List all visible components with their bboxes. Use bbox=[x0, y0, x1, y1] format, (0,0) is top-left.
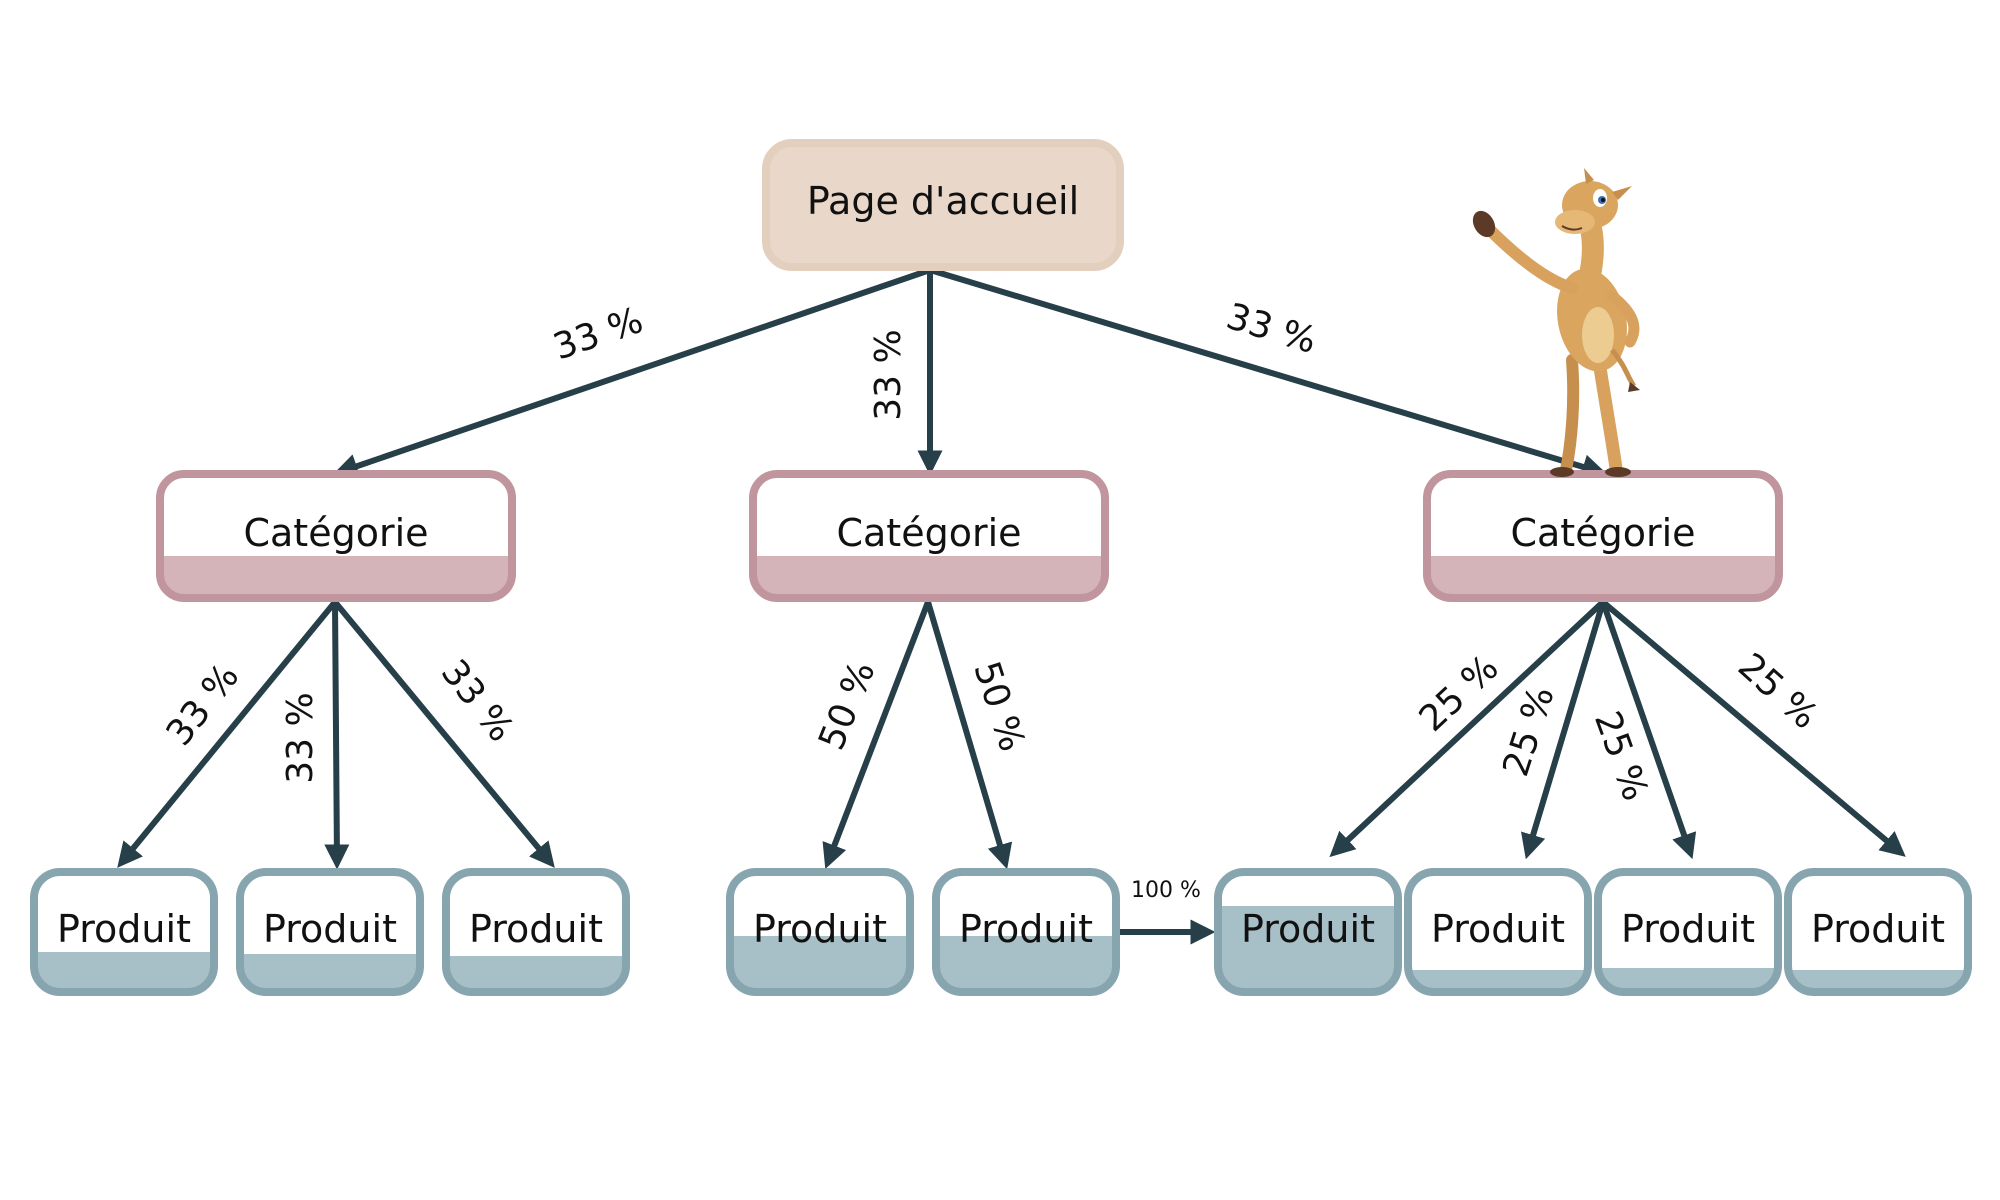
product-node-label: Produit bbox=[753, 907, 887, 951]
label-cat3-p1: 25 % bbox=[1412, 647, 1507, 739]
product-node-label: Produit bbox=[1811, 907, 1945, 951]
edge-cat3-product-4 bbox=[1601, 599, 1906, 857]
camel-illustration bbox=[1472, 168, 1640, 477]
label-home-cat2: 33 % bbox=[868, 329, 909, 420]
product-node-label: Produit bbox=[1241, 907, 1375, 951]
label-cat1-p2: 33 % bbox=[280, 692, 321, 783]
edges bbox=[117, 267, 1906, 945]
category-node-3-label: Catégorie bbox=[1510, 511, 1695, 555]
product-node-label: Produit bbox=[1621, 907, 1755, 951]
label-cross-link: 100 % bbox=[1131, 878, 1201, 903]
home-node: Page d'accueil bbox=[762, 139, 1124, 271]
product-node: Produit bbox=[1214, 868, 1402, 996]
category-node-2: Catégorie bbox=[749, 470, 1109, 602]
label-home-cat3: 33 % bbox=[1222, 296, 1321, 362]
label-home-cat1: 33 % bbox=[548, 300, 648, 369]
product-node: Produit bbox=[442, 868, 630, 996]
edge-cat1-product-2 bbox=[324, 601, 350, 870]
product-node-label: Produit bbox=[263, 907, 397, 951]
edge-home-category-3 bbox=[929, 267, 1608, 479]
product-node-label: Produit bbox=[959, 907, 1093, 951]
product-node-label: Produit bbox=[1431, 907, 1565, 951]
product-nodes: Produit Produit Produit Produit Produit Produ… bbox=[30, 868, 1972, 996]
product-node: Produit bbox=[1594, 868, 1782, 996]
edge-cat2-product-1 bbox=[822, 600, 931, 870]
edge-home-category-1 bbox=[332, 267, 931, 479]
edge-cat1-product-3 bbox=[332, 600, 555, 868]
edge-cat2-product-2 bbox=[925, 601, 1013, 870]
home-node-label: Page d'accueil bbox=[807, 179, 1079, 223]
product-node: Produit bbox=[236, 868, 424, 996]
edge-cat3-product-2 bbox=[1521, 601, 1606, 860]
product-node-label: Produit bbox=[57, 907, 191, 951]
label-cat1-p1: 33 % bbox=[159, 656, 248, 753]
edge-cat3-product-1 bbox=[1329, 599, 1606, 858]
category-node-1-label: Catégorie bbox=[243, 511, 428, 555]
product-node: Produit bbox=[1404, 868, 1592, 996]
edge-cat3-product-3 bbox=[1600, 601, 1697, 860]
product-node: Produit bbox=[932, 868, 1120, 996]
edge-cat1-product-1 bbox=[117, 600, 338, 868]
label-cat2-p2: 50 % bbox=[965, 657, 1032, 757]
product-node: Produit bbox=[1784, 868, 1972, 996]
product-node-label: Produit bbox=[469, 907, 603, 951]
category-node-1: Catégorie bbox=[156, 470, 516, 602]
product-node: Produit bbox=[726, 868, 914, 996]
category-node-3: Catégorie bbox=[1423, 470, 1783, 602]
product-node: Produit bbox=[30, 868, 218, 996]
category-node-2-label: Catégorie bbox=[836, 511, 1021, 555]
